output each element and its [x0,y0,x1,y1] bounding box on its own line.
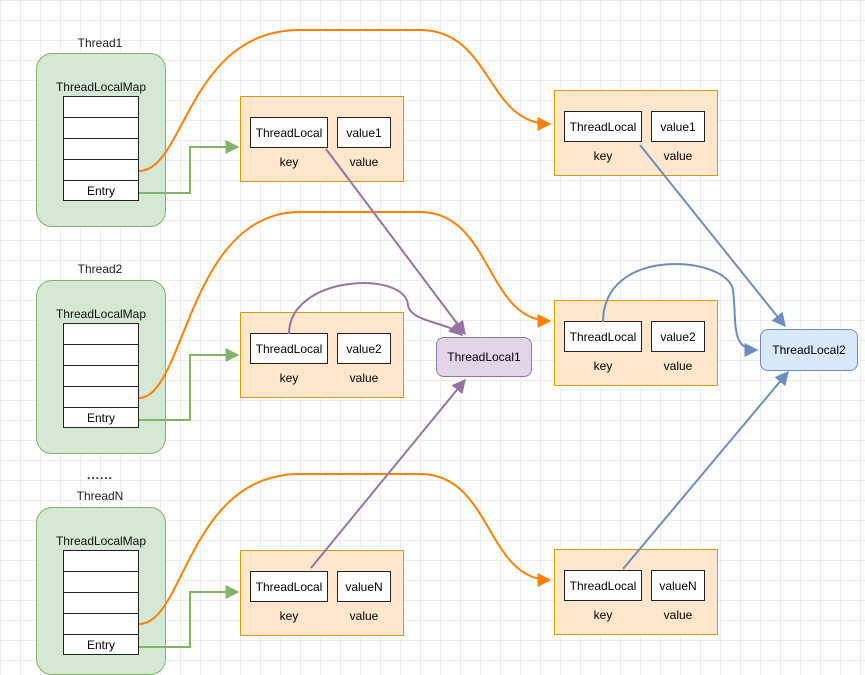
threadlocal-key-box: ThreadLocal [564,111,642,142]
orange-arrow [138,29,552,172]
ellipsis-label: ...... [86,468,113,482]
map-entry: ThreadLocal value1 key value [240,96,404,182]
map-entry: ThreadLocal value2 key value [554,300,718,386]
key-label: key [279,609,299,623]
threadlocalmap-title: ThreadLocalMap [55,307,147,321]
purple-arrow [325,148,466,336]
table-row [63,138,139,159]
blue-arrow [602,263,759,357]
thread-box: ThreadLocalMap Entry [36,280,166,454]
blue-arrow [622,370,789,570]
map-entry: ThreadLocal valueN key value [240,550,404,636]
map-entry: ThreadLocal value1 key value [554,90,718,176]
value-label: value [663,359,693,373]
value-label: value [349,155,379,169]
table-row [63,386,139,407]
value-box: valueN [651,570,705,601]
table-row [63,96,139,117]
purple-arrow [288,282,464,336]
entry-row: Entry [63,634,139,655]
table-row [63,117,139,138]
green-arrow [139,140,240,194]
threadlocal-key-box: ThreadLocal [564,570,642,601]
table-row [63,592,139,613]
threadlocal2-node: ThreadLocal2 [760,329,858,371]
threadlocalmap-table: Entry [63,323,139,428]
value-box: valueN [337,571,391,602]
value-box: value2 [651,321,705,352]
value-label: value [663,149,693,163]
threadlocal-key-box: ThreadLocal [250,333,328,364]
map-entry: ThreadLocal value2 key value [240,312,404,398]
threadlocal1-node: ThreadLocal1 [436,337,532,377]
threadlocalmap-title: ThreadLocalMap [55,80,147,94]
key-label: key [593,608,613,622]
value-label: value [663,608,693,622]
key-label: key [593,149,613,163]
threadlocal-key-box: ThreadLocal [564,321,642,352]
table-row [63,323,139,344]
value-label: value [349,371,379,385]
table-row [63,365,139,386]
value-box: value2 [337,333,391,364]
key-label: key [279,155,299,169]
orange-arrow [138,473,552,625]
key-label: key [593,359,613,373]
green-arrow [139,348,240,421]
threadlocal-key-box: ThreadLocal [250,117,328,148]
threadlocalmap-table: Entry [63,550,139,655]
table-row [63,344,139,365]
key-label: key [279,371,299,385]
table-row [63,159,139,180]
value-box: value1 [651,111,705,142]
table-row [63,613,139,634]
threadlocalmap-table: Entry [63,96,139,201]
blue-arrow [639,144,786,328]
thread-label: Thread2 [77,262,123,276]
orange-arrow [138,211,552,399]
threadlocalmap-title: ThreadLocalMap [55,534,147,548]
thread-label: ThreadN [76,489,124,503]
green-arrow [139,585,240,648]
threadlocal-key-box: ThreadLocal [250,571,328,602]
map-entry: ThreadLocal valueN key value [554,549,718,635]
entry-row: Entry [63,407,139,428]
table-row [63,571,139,592]
thread-label: Thread1 [77,36,123,50]
value-box: value1 [337,117,391,148]
thread-box: ThreadLocalMap Entry [36,53,166,227]
entry-row: Entry [63,180,139,201]
table-row [63,550,139,571]
value-label: value [349,609,379,623]
purple-arrow [310,378,466,569]
